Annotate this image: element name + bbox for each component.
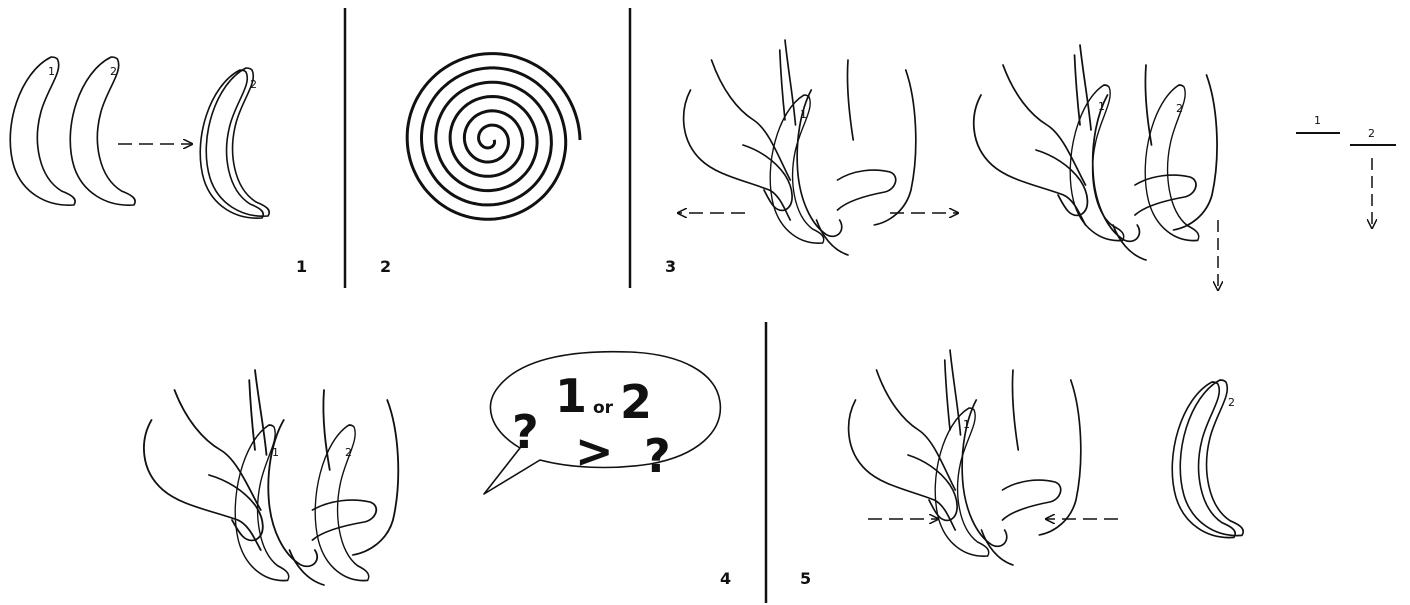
hands-pulling-apart [974, 45, 1217, 260]
result-label: 2 [1228, 396, 1235, 409]
stacked-crescent [200, 68, 269, 218]
panel-3: 1 1 2 1 2 3 [665, 40, 1396, 290]
marker-label-2: 2 [1368, 127, 1375, 140]
panel-number: 3 [665, 257, 676, 276]
panel-number: 5 [800, 569, 811, 588]
piece-label-1: 1 [800, 108, 807, 121]
question-mark-1: ? [512, 405, 539, 459]
piece-label-1: 1 [963, 418, 970, 431]
hands-combining [849, 350, 1081, 565]
option-2: 2 [620, 375, 652, 429]
crescent-piece-2 [70, 57, 135, 205]
piece-label-1: 1 [48, 65, 55, 78]
panel-1: 1 2 2 1 [10, 57, 307, 276]
crescent-piece-1 [10, 57, 75, 205]
height-markers [1296, 133, 1396, 228]
greater-than: > [575, 424, 614, 478]
marker-label-1: 1 [1314, 114, 1321, 127]
piece-label-2: 2 [345, 446, 352, 459]
piece-label-2: 2 [110, 65, 117, 78]
or-text: or [593, 398, 614, 418]
hands-pinching-together [684, 40, 916, 255]
hands-holding-pieces [144, 370, 398, 585]
panel-number: 1 [296, 257, 307, 276]
option-1: 1 [555, 369, 587, 423]
panel-4: 1 2 ? 1 or 2 > ? 4 [144, 352, 731, 588]
result-label: 2 [250, 78, 257, 91]
piece-label-1b: 1 [1098, 100, 1105, 113]
panel-2: 2 [380, 54, 580, 276]
piece-label-1: 1 [272, 446, 279, 459]
question-mark-2: ? [644, 429, 671, 483]
divider-lines [345, 8, 766, 603]
panel-5: 1 2 5 [800, 350, 1243, 588]
spiral-icon [407, 54, 580, 220]
piece-label-2: 2 [1176, 102, 1183, 115]
panel-number: 2 [380, 257, 391, 276]
panel-number: 4 [720, 569, 731, 588]
